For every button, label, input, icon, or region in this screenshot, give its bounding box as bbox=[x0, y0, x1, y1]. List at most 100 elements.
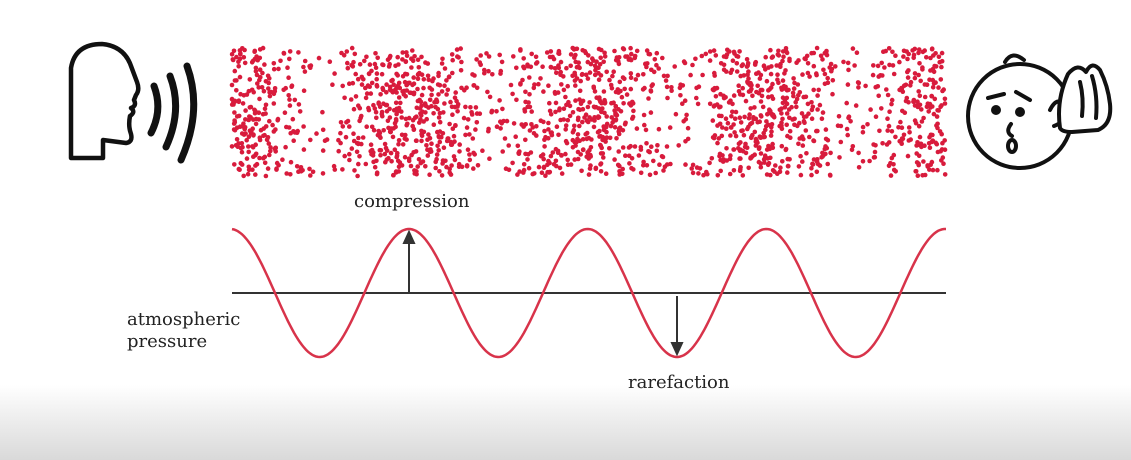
air-particle bbox=[364, 91, 370, 96]
air-particle bbox=[938, 104, 943, 110]
air-particle bbox=[389, 78, 394, 84]
air-particle bbox=[745, 61, 751, 66]
air-particle bbox=[450, 70, 455, 76]
air-particle bbox=[893, 169, 898, 174]
air-particle bbox=[829, 66, 835, 72]
air-particle bbox=[805, 61, 811, 66]
air-particle bbox=[451, 154, 457, 159]
air-particle bbox=[545, 162, 550, 168]
air-particle bbox=[721, 157, 726, 162]
air-particle bbox=[935, 167, 940, 173]
air-particle bbox=[561, 117, 566, 122]
air-particle bbox=[728, 133, 733, 138]
air-particle bbox=[748, 156, 753, 161]
air-particle bbox=[629, 156, 635, 161]
air-particle bbox=[424, 143, 429, 148]
air-particle bbox=[410, 82, 415, 88]
air-particle bbox=[287, 97, 292, 102]
air-particle bbox=[743, 98, 749, 104]
air-particle bbox=[453, 123, 458, 128]
air-particle bbox=[890, 49, 895, 55]
air-particle bbox=[836, 114, 842, 119]
compression-arrow bbox=[402, 229, 416, 293]
air-particle bbox=[849, 147, 855, 153]
air-particle bbox=[564, 102, 569, 108]
air-particle bbox=[757, 119, 762, 124]
air-particle bbox=[564, 140, 570, 146]
air-particle bbox=[260, 45, 266, 51]
air-particle bbox=[415, 164, 421, 169]
air-particle bbox=[499, 59, 505, 65]
air-particle bbox=[586, 53, 591, 58]
air-particle bbox=[498, 126, 503, 131]
air-particle bbox=[444, 138, 450, 144]
air-particle bbox=[246, 164, 252, 170]
air-particle bbox=[919, 107, 924, 112]
air-particle bbox=[400, 142, 406, 147]
air-particle bbox=[796, 141, 801, 147]
air-particle bbox=[856, 165, 862, 170]
air-particle bbox=[541, 156, 546, 162]
air-particle bbox=[567, 103, 573, 109]
air-particle bbox=[388, 150, 394, 156]
air-particle bbox=[237, 74, 243, 80]
air-particle bbox=[867, 158, 872, 164]
air-particle bbox=[510, 91, 515, 97]
air-particle bbox=[773, 163, 778, 168]
air-particle bbox=[470, 72, 475, 77]
air-particle bbox=[242, 60, 248, 66]
air-particle bbox=[888, 173, 894, 178]
air-particle bbox=[672, 64, 677, 69]
air-particle bbox=[604, 69, 609, 75]
air-particle bbox=[584, 136, 590, 142]
air-particle bbox=[423, 60, 428, 65]
air-particle bbox=[403, 132, 408, 138]
air-particle bbox=[440, 161, 445, 166]
air-particle bbox=[599, 47, 604, 53]
air-particle bbox=[527, 75, 532, 80]
air-particle bbox=[911, 98, 917, 103]
air-particle bbox=[384, 90, 389, 95]
air-particle bbox=[676, 143, 681, 148]
air-particle bbox=[791, 76, 796, 81]
air-particle bbox=[261, 155, 266, 161]
air-particle bbox=[270, 122, 275, 128]
air-particle bbox=[784, 122, 789, 128]
air-particle bbox=[447, 166, 453, 172]
air-particle bbox=[601, 155, 606, 160]
air-particle bbox=[369, 124, 375, 130]
air-particle bbox=[886, 140, 892, 145]
air-particle bbox=[761, 134, 766, 140]
air-particle bbox=[266, 141, 272, 146]
air-particle bbox=[619, 94, 625, 100]
air-particle bbox=[901, 132, 907, 138]
air-particle bbox=[768, 47, 773, 53]
air-particle bbox=[750, 93, 755, 99]
air-particle bbox=[572, 55, 577, 60]
air-particle bbox=[429, 92, 434, 98]
air-particle bbox=[322, 138, 328, 143]
air-particle bbox=[377, 134, 383, 139]
air-particle bbox=[561, 87, 567, 93]
air-particle bbox=[429, 103, 434, 109]
air-particle bbox=[854, 50, 860, 55]
air-particle bbox=[369, 80, 375, 86]
air-particle bbox=[684, 112, 689, 118]
air-particle bbox=[351, 131, 356, 136]
air-particle bbox=[707, 101, 713, 107]
air-particle bbox=[437, 110, 443, 116]
air-particle bbox=[816, 87, 821, 93]
air-particle bbox=[532, 82, 537, 87]
air-particle bbox=[780, 95, 786, 100]
air-particle bbox=[433, 165, 439, 171]
air-particle bbox=[656, 66, 661, 71]
air-particle bbox=[265, 73, 271, 79]
air-particle bbox=[546, 170, 552, 175]
air-particle bbox=[763, 127, 768, 133]
air-particle bbox=[776, 48, 781, 54]
air-particle bbox=[386, 155, 391, 161]
air-particle bbox=[511, 121, 517, 126]
air-particle bbox=[457, 142, 463, 147]
air-particle bbox=[764, 119, 769, 124]
air-particle bbox=[247, 105, 253, 110]
